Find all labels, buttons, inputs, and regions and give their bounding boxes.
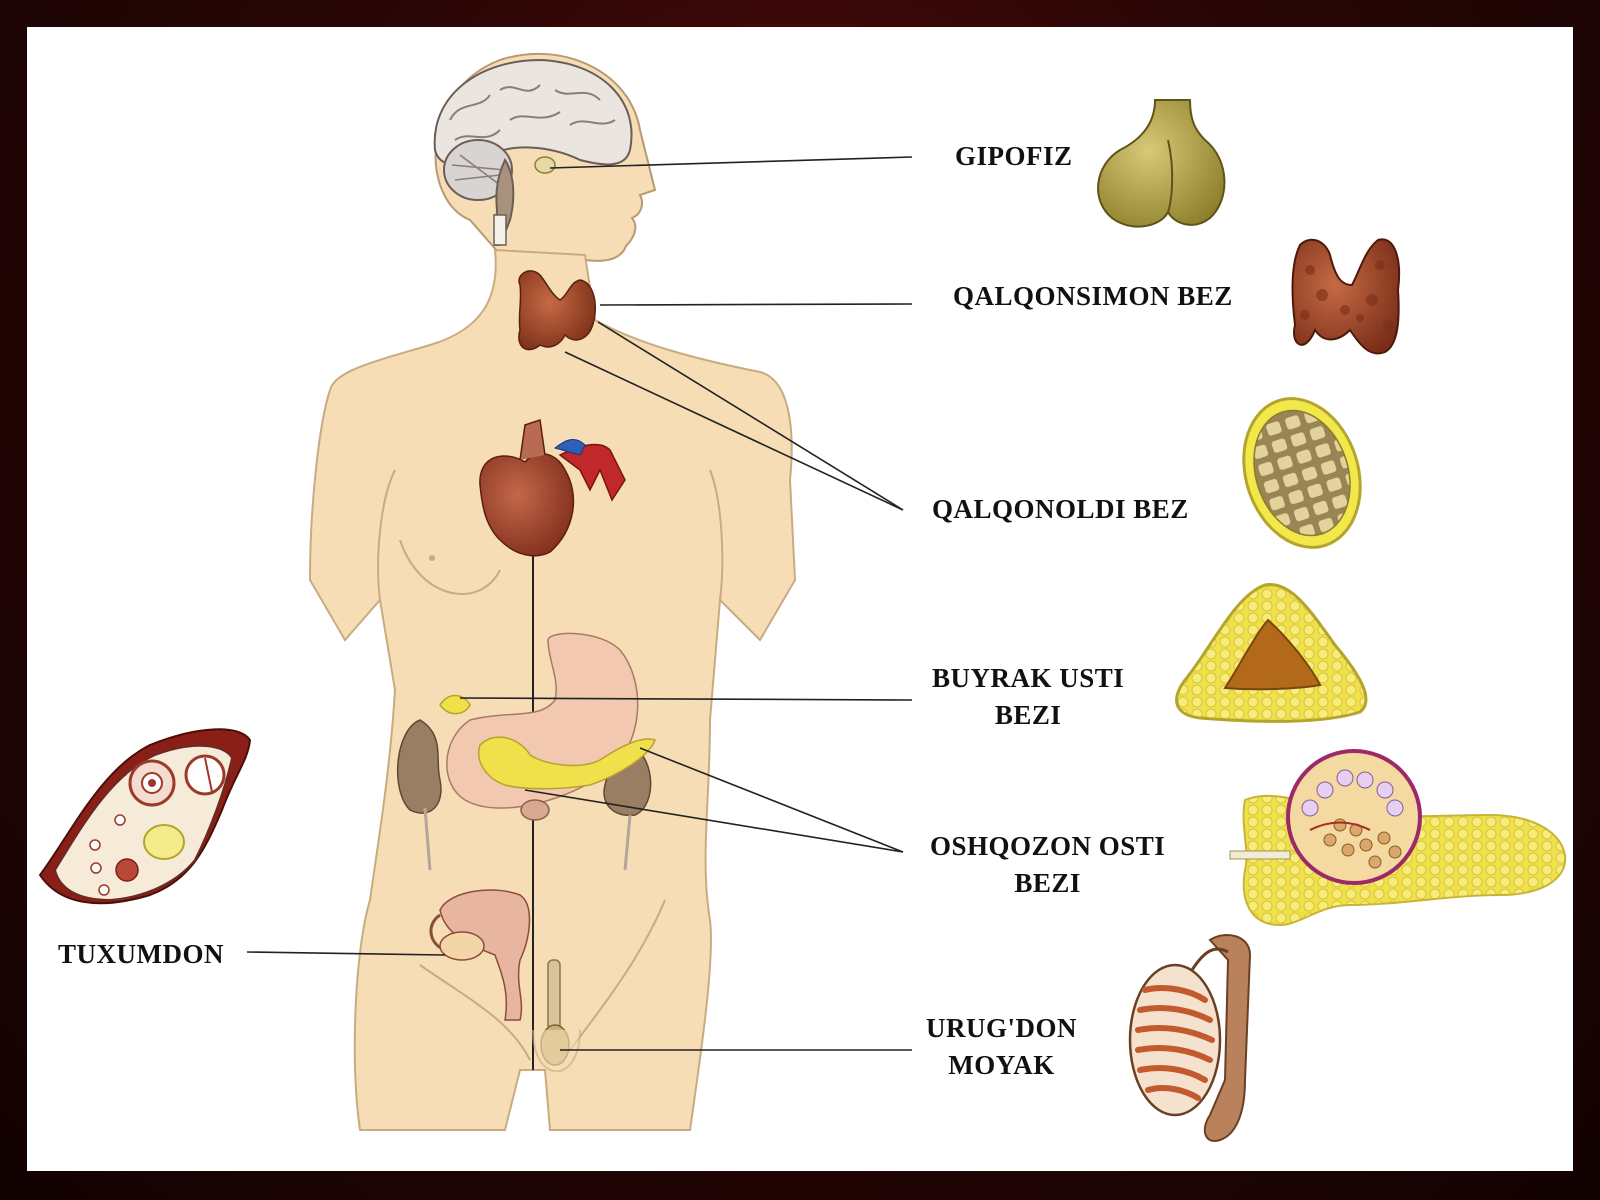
spinal-cord <box>493 214 507 246</box>
torso <box>308 248 797 1131</box>
adrenal-in-body <box>439 694 471 715</box>
duodenum <box>520 799 550 821</box>
label-oshqozon-osti: OSHQOZON OSTI BEZI <box>930 828 1165 902</box>
thyroid-illustration <box>1291 238 1401 355</box>
pelvis-line-2 <box>569 899 666 1051</box>
breast <box>399 539 501 595</box>
leader-lines <box>246 156 913 1051</box>
ovary-illustration <box>38 728 252 905</box>
label-tuxumdon: TUXUMDON <box>58 936 224 973</box>
parathyroid-illustration <box>1242 397 1362 549</box>
label-buyrak-line2: BEZI <box>994 700 1062 730</box>
ovary-in-body <box>439 931 485 961</box>
label-gipofiz-text: GIPOFIZ <box>955 141 1073 171</box>
label-qalqonsimon: QALQONSIMON BEZ <box>953 278 1233 315</box>
kidney-left <box>397 719 442 814</box>
pituitary-in-body <box>534 156 556 174</box>
pancreatic-duct <box>1229 850 1291 860</box>
label-qalqonoldi: QALQONOLDI BEZ <box>932 491 1189 528</box>
label-oshqozon-line1: OSHQOZON OSTI <box>930 831 1166 861</box>
abdominal-organs <box>397 632 656 871</box>
left-arm-line <box>377 469 396 601</box>
brain <box>433 58 633 246</box>
line-qalqonoldi-2 <box>597 321 904 511</box>
slide-panel <box>27 27 1573 1171</box>
label-tuxumdon-text: TUXUMDON <box>58 939 224 969</box>
pancreas-illustration <box>1229 749 1567 927</box>
reproductive-organs <box>429 889 581 1073</box>
line-qalqonoldi-1 <box>564 351 904 511</box>
label-qalqonoldi-text: QALQONOLDI BEZ <box>932 494 1189 524</box>
thyroid-in-body <box>518 270 596 351</box>
label-urugdon-line1: URUG'DON <box>926 1013 1077 1043</box>
pelvis-line <box>419 964 531 1061</box>
label-gipofiz: GIPOFIZ <box>955 138 1073 175</box>
human-body <box>308 52 797 1131</box>
adrenal-illustration <box>1175 582 1368 723</box>
label-oshqozon-line2: BEZI <box>1014 868 1081 898</box>
uterus <box>439 889 531 1021</box>
label-urugdon: URUG'DON MOYAK <box>926 1010 1077 1084</box>
islet-zoom-circle <box>1286 749 1422 885</box>
testis-illustration <box>1128 934 1252 1142</box>
line-tuxumdon <box>246 951 446 956</box>
penis <box>547 959 561 1031</box>
right-arm-line <box>709 469 724 601</box>
line-buyrak <box>459 697 913 701</box>
heart-in-body <box>479 419 626 557</box>
line-oshqozon-2 <box>524 789 904 853</box>
pituitary-illustration <box>1097 99 1226 228</box>
label-buyrak-usti: BUYRAK USTI BEZI <box>932 660 1124 734</box>
line-oshqozon-1 <box>639 747 904 853</box>
line-gipofiz <box>549 156 913 169</box>
follicle-ruptured <box>184 754 226 796</box>
label-urugdon-line2: MOYAK <box>948 1050 1055 1080</box>
label-qalqonsimon-text: QALQONSIMON BEZ <box>953 281 1233 311</box>
pancreas-in-body <box>478 736 656 790</box>
corpus-luteum <box>143 824 185 860</box>
label-buyrak-line1: BUYRAK USTI <box>932 663 1125 693</box>
line-qalqonsimon <box>599 303 913 306</box>
nipple <box>429 555 435 561</box>
corpus-albicans <box>115 858 139 882</box>
